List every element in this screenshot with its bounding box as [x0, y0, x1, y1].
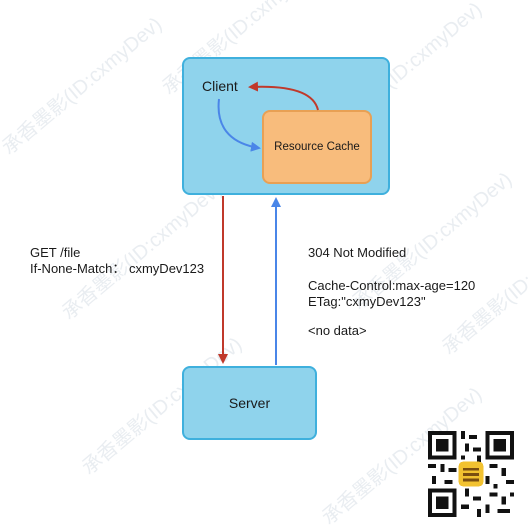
cache-to-client-arrow [248, 81, 319, 111]
response-etag: ETag:"cxmyDev123" [308, 294, 426, 309]
request-text: GET /file If-None-Match： cxmyDev123 [30, 245, 204, 277]
resource-cache-box: Resource Cache [262, 110, 372, 184]
response-body: <no data> [308, 323, 367, 338]
client-to-cache-arrow [217, 98, 261, 152]
response-cache-control: Cache-Control:max-age=120 [308, 278, 476, 293]
response-status: 304 Not Modified [308, 245, 407, 260]
qr-code-icon [428, 431, 514, 517]
request-line: GET /file [30, 245, 81, 260]
request-header: If-None-Match： cxmyDev123 [30, 261, 205, 276]
resource-cache-label: Resource Cache [274, 141, 360, 153]
client-label: Client [202, 78, 238, 94]
server-box: Server [182, 366, 317, 440]
server-label: Server [228, 395, 271, 411]
